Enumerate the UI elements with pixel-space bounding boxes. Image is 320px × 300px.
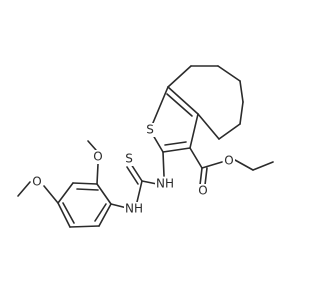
bond xyxy=(69,225,100,228)
label-backdrop xyxy=(92,150,104,164)
atom-label: O xyxy=(32,175,41,189)
bond xyxy=(234,159,254,171)
label-backdrop xyxy=(197,184,209,198)
bond xyxy=(239,80,244,103)
nitrogen-atom-nh-a: NH xyxy=(155,177,175,191)
bond xyxy=(57,182,74,204)
bond xyxy=(189,147,203,169)
bond xyxy=(141,180,158,185)
atom-label-layer: S NH S NH O O O O xyxy=(31,123,235,216)
bond xyxy=(217,65,241,82)
bond xyxy=(162,151,165,177)
bond xyxy=(204,167,208,186)
atom-label: O xyxy=(224,154,233,168)
bond xyxy=(57,202,71,228)
bond xyxy=(149,86,169,131)
nitrogen-atom-nh-b: NH xyxy=(124,202,144,216)
bond xyxy=(166,93,193,117)
bond xyxy=(76,188,99,191)
oxygen-atom-methoxy-top: O xyxy=(92,150,104,164)
atom-label: NH xyxy=(156,177,174,191)
bond xyxy=(167,65,192,88)
molecule-diagram: S NH S NH O O O O xyxy=(17,65,274,228)
bond xyxy=(96,163,99,185)
atom-label: O xyxy=(93,150,102,164)
label-backdrop xyxy=(124,202,144,216)
sulfur-atom-thione: S xyxy=(123,152,135,166)
bond xyxy=(136,180,143,203)
bond xyxy=(62,202,75,224)
bond xyxy=(94,203,107,222)
bond xyxy=(218,123,241,140)
bond xyxy=(167,86,199,115)
label-backdrop xyxy=(31,175,43,189)
oxygen-atom-carbonyl: O xyxy=(197,184,209,198)
atom-label: O xyxy=(198,184,207,198)
sulfur-atom-thiophene: S xyxy=(144,123,156,137)
bond xyxy=(17,181,31,197)
bond xyxy=(126,166,139,185)
oxygen-atom-ester: O xyxy=(223,154,235,168)
label-backdrop xyxy=(155,177,175,191)
bond xyxy=(43,185,59,204)
bond xyxy=(98,203,112,227)
bond xyxy=(164,141,187,146)
bond xyxy=(189,113,199,149)
bond-layer xyxy=(17,65,274,228)
bond xyxy=(130,163,143,182)
bond xyxy=(199,167,203,186)
label-backdrop xyxy=(223,154,235,168)
atom-label: NH xyxy=(125,202,143,216)
bond xyxy=(72,182,98,185)
bond xyxy=(201,161,223,169)
oxygen-atom-methoxy-bottom: O xyxy=(31,175,43,189)
label-backdrop xyxy=(123,152,135,166)
atom-label: S xyxy=(146,123,154,137)
bond xyxy=(96,183,112,205)
atom-label: S xyxy=(125,152,133,166)
bond xyxy=(252,161,274,171)
bond xyxy=(197,113,220,140)
bond xyxy=(239,101,244,125)
label-backdrop xyxy=(144,123,156,137)
bond xyxy=(87,140,97,151)
bond xyxy=(162,147,191,153)
